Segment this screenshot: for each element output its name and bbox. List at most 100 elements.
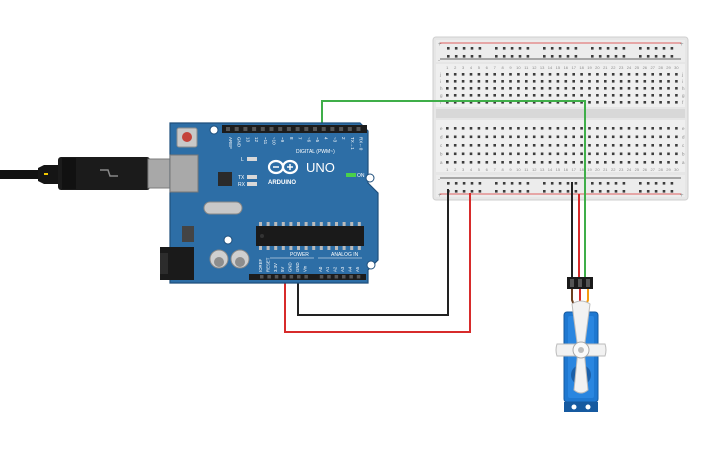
rail-hole[interactable] [510, 190, 514, 193]
terminal-hole[interactable] [588, 152, 591, 156]
terminal-hole[interactable] [509, 135, 512, 139]
terminal-hole[interactable] [627, 87, 631, 90]
terminal-hole[interactable] [619, 80, 623, 83]
terminal-hole[interactable] [469, 87, 473, 90]
terminal-hole[interactable] [556, 152, 560, 156]
terminal-hole[interactable] [675, 152, 678, 156]
rail-hole[interactable] [518, 182, 522, 185]
terminal-hole[interactable] [580, 80, 583, 83]
terminal-hole[interactable] [556, 161, 560, 164]
terminal-hole[interactable] [525, 80, 528, 83]
terminal-hole[interactable] [580, 73, 583, 76]
terminal-hole[interactable] [501, 161, 504, 164]
terminal-hole[interactable] [509, 152, 512, 156]
terminal-hole[interactable] [596, 80, 599, 83]
terminal-hole[interactable] [509, 101, 512, 104]
terminal-hole[interactable] [446, 135, 449, 139]
digital-pin[interactable] [295, 127, 300, 131]
power-analog-pin[interactable] [327, 275, 331, 279]
terminal-hole[interactable] [525, 73, 528, 76]
terminal-hole[interactable] [611, 152, 615, 156]
terminal-hole[interactable] [540, 73, 544, 76]
rail-hole[interactable] [574, 190, 578, 193]
terminal-hole[interactable] [611, 135, 615, 139]
rail-hole[interactable] [662, 47, 666, 50]
terminal-hole[interactable] [564, 80, 568, 83]
rail-hole[interactable] [574, 55, 578, 58]
rail-hole[interactable] [662, 55, 666, 58]
terminal-hole[interactable] [572, 144, 575, 147]
rail-hole[interactable] [495, 47, 498, 50]
rail-hole[interactable] [518, 47, 522, 50]
terminal-hole[interactable] [477, 73, 481, 76]
rail-hole[interactable] [462, 47, 466, 50]
rail-hole[interactable] [470, 47, 474, 50]
terminal-hole[interactable] [635, 80, 639, 83]
terminal-hole[interactable] [588, 144, 591, 147]
rail-hole[interactable] [614, 182, 618, 185]
terminal-hole[interactable] [509, 87, 512, 90]
terminal-hole[interactable] [446, 94, 449, 97]
rail-hole[interactable] [614, 47, 618, 50]
terminal-hole[interactable] [548, 94, 552, 97]
terminal-hole[interactable] [532, 73, 536, 76]
terminal-hole[interactable] [564, 94, 568, 97]
rail-hole[interactable] [606, 182, 610, 185]
rail-hole[interactable] [478, 190, 482, 193]
terminal-hole[interactable] [580, 101, 583, 104]
rail-hole[interactable] [591, 55, 594, 58]
terminal-hole[interactable] [572, 135, 575, 139]
terminal-hole[interactable] [548, 101, 552, 104]
power-analog-pin[interactable] [289, 275, 294, 279]
terminal-hole[interactable] [469, 135, 473, 139]
terminal-hole[interactable] [627, 101, 631, 104]
terminal-hole[interactable] [548, 144, 552, 147]
terminal-hole[interactable] [477, 135, 481, 139]
terminal-hole[interactable] [517, 73, 520, 76]
rail-hole[interactable] [591, 190, 594, 193]
digital-pin[interactable] [278, 127, 283, 131]
terminal-hole[interactable] [572, 80, 575, 83]
digital-pin[interactable] [234, 127, 239, 131]
terminal-hole[interactable] [493, 73, 496, 76]
terminal-hole[interactable] [477, 127, 481, 130]
terminal-hole[interactable] [651, 144, 654, 147]
terminal-hole[interactable] [525, 161, 528, 164]
terminal-hole[interactable] [453, 101, 457, 104]
terminal-hole[interactable] [627, 135, 631, 139]
terminal-hole[interactable] [635, 94, 639, 97]
terminal-hole[interactable] [517, 101, 520, 104]
terminal-hole[interactable] [509, 127, 512, 130]
rail-hole[interactable] [574, 47, 578, 50]
terminal-hole[interactable] [596, 87, 599, 90]
terminal-hole[interactable] [604, 152, 607, 156]
terminal-hole[interactable] [675, 101, 678, 104]
terminal-hole[interactable] [675, 127, 678, 130]
usb-cable[interactable] [0, 157, 179, 190]
terminal-hole[interactable] [556, 73, 560, 76]
terminal-hole[interactable] [580, 135, 583, 139]
terminal-hole[interactable] [485, 152, 489, 156]
terminal-hole[interactable] [469, 101, 473, 104]
terminal-hole[interactable] [493, 94, 496, 97]
terminal-hole[interactable] [446, 87, 449, 90]
terminal-hole[interactable] [532, 87, 536, 90]
terminal-hole[interactable] [572, 161, 575, 164]
rail-hole[interactable] [526, 182, 530, 185]
terminal-hole[interactable] [540, 101, 544, 104]
terminal-hole[interactable] [548, 73, 552, 76]
terminal-hole[interactable] [501, 135, 504, 139]
terminal-hole[interactable] [540, 127, 544, 130]
rail-hole[interactable] [598, 55, 602, 58]
terminal-hole[interactable] [509, 80, 512, 83]
rail-hole[interactable] [591, 182, 594, 185]
terminal-hole[interactable] [556, 144, 560, 147]
terminal-hole[interactable] [446, 161, 449, 164]
digital-pin-header[interactable] [222, 125, 367, 133]
terminal-hole[interactable] [509, 144, 512, 147]
terminal-hole[interactable] [619, 152, 623, 156]
digital-pin[interactable] [356, 127, 361, 131]
terminal-hole[interactable] [667, 80, 670, 83]
terminal-hole[interactable] [517, 135, 520, 139]
terminal-hole[interactable] [643, 135, 647, 139]
